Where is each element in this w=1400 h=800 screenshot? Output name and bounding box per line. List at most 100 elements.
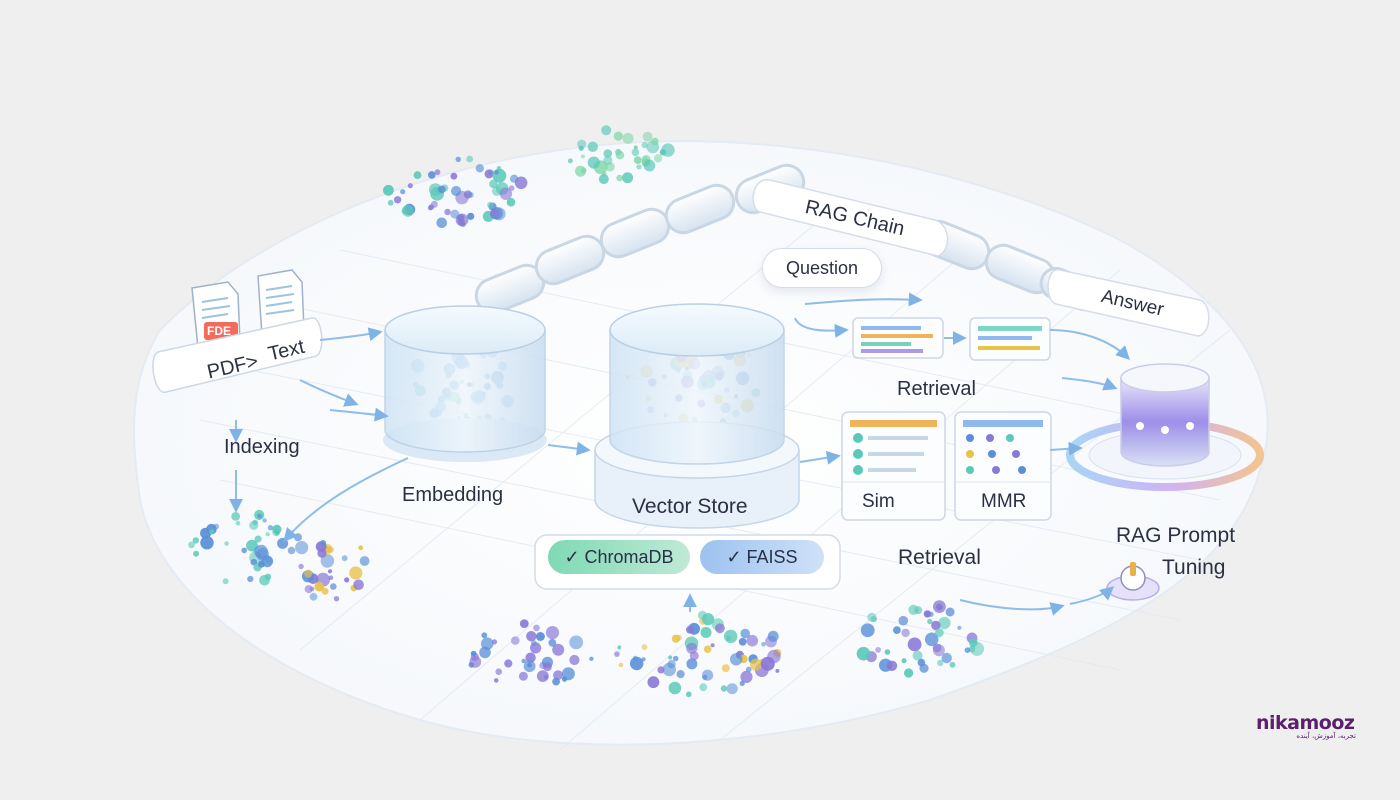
embedding-dot	[535, 632, 545, 641]
embedding-dot	[451, 185, 462, 197]
embedding-dot	[489, 179, 498, 189]
embedding-dot	[720, 685, 728, 692]
embedding-dot	[577, 139, 587, 149]
embedding-dot	[668, 655, 673, 660]
embedding-dot	[616, 174, 623, 182]
embedding-dot	[495, 668, 503, 675]
embedding-dot	[317, 548, 327, 558]
embedding-dot	[526, 631, 537, 642]
vector-store-label: Vector Store	[632, 495, 748, 518]
embedding-dot	[703, 645, 712, 653]
embedding-dot	[726, 683, 738, 695]
embedding-dot	[775, 668, 780, 673]
embedding-dot	[552, 643, 565, 656]
embedding-dot	[641, 141, 648, 149]
embedding-dot	[636, 164, 642, 170]
embedding-dot	[264, 573, 272, 581]
embedding-dot	[676, 670, 685, 679]
embedding-dot	[702, 613, 715, 626]
embedding-dot	[487, 201, 494, 208]
embedding-dot	[267, 525, 274, 531]
retrieval-card-1	[852, 317, 944, 359]
embedding-dot	[309, 592, 318, 601]
rag-prompt-database-icon	[1066, 363, 1264, 491]
embedding-dot	[964, 647, 971, 653]
embedding-dot	[875, 647, 881, 653]
embedding-dot	[327, 546, 334, 553]
embedding-dot	[686, 658, 698, 670]
embedding-dot	[633, 145, 638, 150]
embedding-dot	[870, 616, 878, 623]
embedding-dot	[358, 545, 364, 551]
embedding-dot	[672, 655, 679, 662]
embedding-dot	[641, 657, 646, 662]
embedding-dot	[561, 667, 575, 681]
rag-prompt-label-line2: Tuning	[1162, 556, 1226, 579]
embedding-dot	[304, 569, 313, 578]
embedding-dot	[193, 550, 200, 557]
embedding-dot	[945, 607, 955, 617]
embedding-dot	[901, 658, 907, 664]
embedding-dot	[668, 681, 682, 695]
embedding-dot	[387, 199, 394, 206]
embedding-dot	[321, 587, 329, 595]
embedding-dot	[401, 208, 408, 215]
embedding-dot	[504, 659, 513, 668]
embedding-dot	[188, 541, 195, 549]
embedding-dot	[886, 660, 898, 671]
embedding-dot	[569, 654, 580, 666]
embedding-dot	[341, 555, 348, 562]
embedding-dot	[475, 164, 484, 173]
embedding-dot	[938, 616, 951, 630]
embedding-dot	[298, 563, 304, 570]
brand-name: nikamooz	[1256, 712, 1355, 734]
tuning-knob-icon	[1106, 562, 1160, 601]
embedding-dot	[258, 560, 265, 568]
embedding-dot	[761, 642, 766, 647]
embedding-dot	[659, 149, 667, 156]
embedding-dot	[552, 677, 560, 686]
sim-label: Sim	[862, 491, 895, 512]
embedding-dot	[455, 213, 469, 227]
embedding-dot	[553, 670, 563, 681]
embedding-dot	[613, 131, 623, 141]
question-pill: Question	[762, 248, 882, 288]
embedding-dot	[320, 540, 327, 546]
embedding-dot	[484, 169, 494, 179]
embedding-dot	[469, 656, 482, 668]
embedding-dot	[651, 137, 659, 146]
embedding-dot	[309, 586, 315, 592]
embedding-dot	[444, 208, 451, 216]
embedding-dot	[543, 662, 552, 671]
embedding-dot	[383, 184, 394, 196]
embedding-dot	[622, 172, 634, 184]
embedding-dot	[699, 683, 708, 692]
embedding-dot	[702, 669, 714, 681]
embedding-dot	[580, 154, 585, 159]
embedding-dot	[224, 541, 229, 546]
embedding-dot	[589, 656, 594, 661]
embedding-dot	[262, 518, 267, 523]
embedding-dot	[222, 578, 229, 585]
embedding-dot	[434, 169, 441, 176]
embedding-dot	[533, 624, 540, 632]
embedding-dot	[746, 634, 759, 647]
chromadb-badge: ✓ ChromaDB	[548, 540, 690, 574]
embedding-dot	[344, 577, 350, 583]
embedding-dot	[927, 618, 933, 625]
embedding-dot	[314, 581, 325, 592]
embedding-dot	[470, 650, 477, 657]
embedding-dot	[455, 156, 461, 162]
embedding-dot	[740, 628, 750, 639]
embedding-dot	[450, 172, 458, 180]
embedding-dot	[481, 632, 488, 639]
embedding-dot	[256, 548, 269, 561]
embedding-dot	[662, 662, 676, 677]
embedding-dot	[860, 623, 875, 638]
embedding-dot	[907, 637, 922, 652]
embedding-dot	[295, 541, 309, 555]
embedding-dot	[254, 535, 262, 543]
embedding-dot	[615, 150, 625, 160]
embedding-dot	[209, 529, 215, 535]
embedding-dot	[738, 637, 747, 646]
